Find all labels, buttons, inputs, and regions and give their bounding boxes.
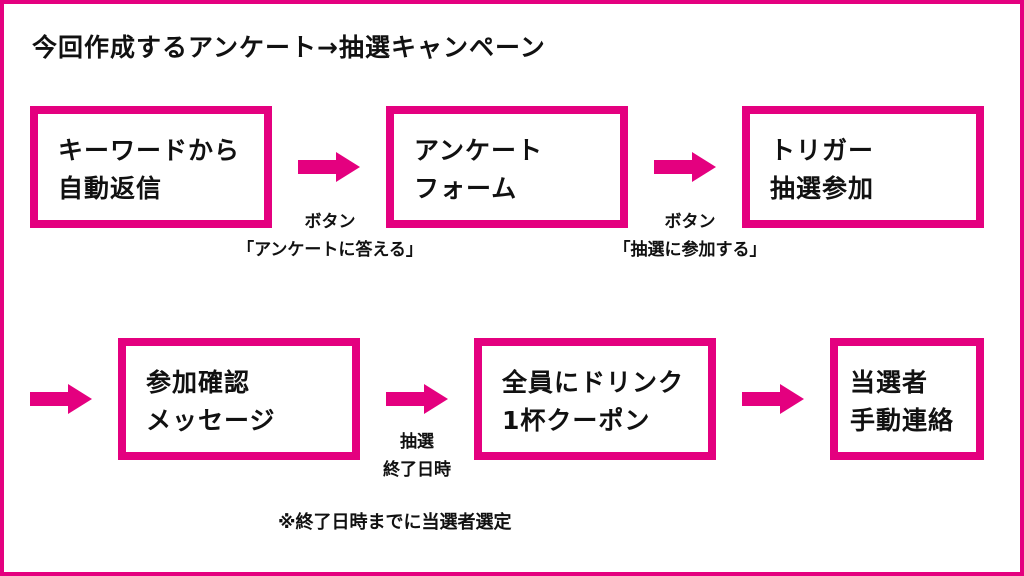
step-confirmation-message-line2: メッセージ <box>146 406 276 435</box>
step-box-keyword-reply <box>30 106 272 228</box>
step-confirmation-message-text: 参加確認 メッセージ <box>146 364 276 440</box>
step-drink-coupon-line2: 1杯クーポン <box>502 406 651 435</box>
step-box-survey-form <box>386 106 628 228</box>
connector-survey-button-line2: 「アンケートに答える」 <box>237 240 423 260</box>
step-survey-form-line2: フォーム <box>414 174 518 203</box>
step-drink-coupon-line1: 全員にドリンク <box>502 368 685 397</box>
step-trigger-lottery-text: トリガー 抽選参加 <box>770 132 874 208</box>
connector-lottery-end-line2: 終了日時 <box>383 460 451 480</box>
slide-title: 今回作成するアンケート→抽選キャンペーン <box>32 33 546 62</box>
arrow-icon <box>386 384 448 414</box>
step-box-winner-contact <box>830 338 984 460</box>
step-box-drink-coupon <box>474 338 716 460</box>
step-winner-contact-line1: 当選者 <box>850 368 929 397</box>
connector-lottery-button-label: ボタン 「抽選に参加する」 <box>590 208 790 264</box>
step-keyword-reply-line1: キーワードから <box>58 136 241 165</box>
step-box-trigger-lottery <box>742 106 984 228</box>
step-trigger-lottery-line2: 抽選参加 <box>770 174 875 203</box>
step-confirmation-message-line1: 参加確認 <box>146 368 251 397</box>
step-keyword-reply-line2: 自動返信 <box>58 174 163 203</box>
step-winner-contact-text: 当選者 手動連絡 <box>850 364 954 440</box>
arrow-icon <box>298 152 360 182</box>
connector-lottery-button-line2: 「抽選に参加する」 <box>613 240 767 260</box>
step-box-confirmation-message <box>118 338 360 460</box>
connector-lottery-end-line1: 抽選 <box>400 432 434 452</box>
step-keyword-reply-text: キーワードから 自動返信 <box>58 132 240 208</box>
footnote: ※終了日時までに当選者選定 <box>278 512 512 533</box>
connector-lottery-end-label: 抽選 終了日時 <box>362 428 472 484</box>
step-survey-form-text: アンケート フォーム <box>414 132 543 208</box>
connector-survey-button-label: ボタン 「アンケートに答える」 <box>212 208 448 264</box>
step-drink-coupon-text: 全員にドリンク 1杯クーポン <box>502 364 684 440</box>
arrow-icon <box>30 384 92 414</box>
arrow-icon <box>654 152 716 182</box>
arrow-icon <box>742 384 804 414</box>
step-trigger-lottery-line1: トリガー <box>770 136 875 165</box>
step-winner-contact-line2: 手動連絡 <box>850 406 955 435</box>
connector-survey-button-line1: ボタン <box>304 212 356 232</box>
connector-lottery-button-line1: ボタン <box>664 212 716 232</box>
step-survey-form-line1: アンケート <box>414 136 544 165</box>
